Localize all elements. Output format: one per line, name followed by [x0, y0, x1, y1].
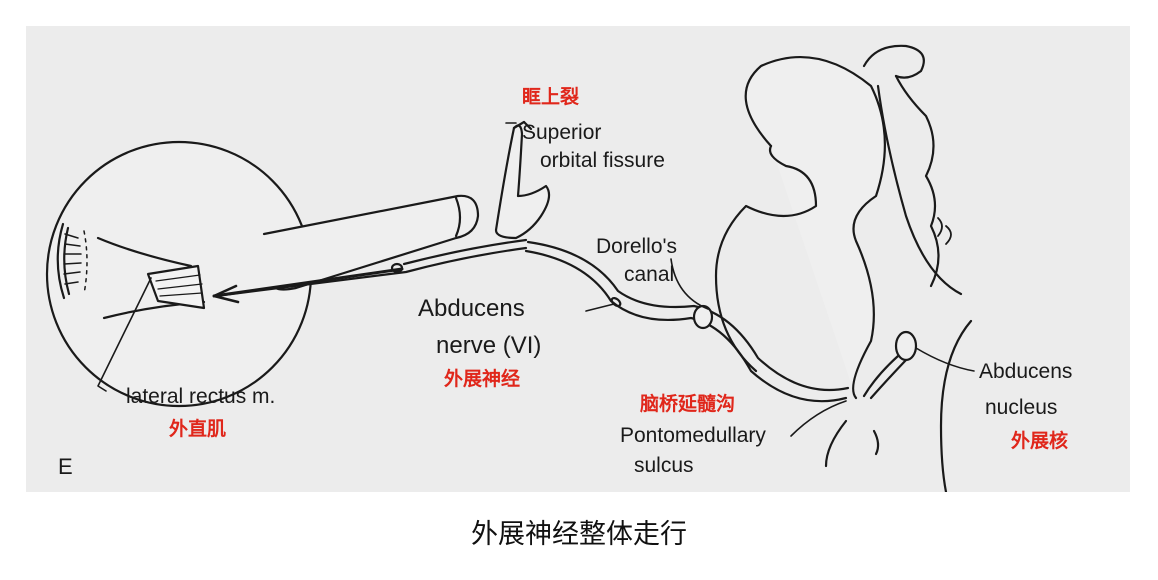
figure-caption: 外展神经整体走行 [0, 512, 1158, 551]
superior-orbital-fissure-cn-label: 眶上裂 [522, 86, 579, 108]
lateral-rectus-label: lateral rectus m. [126, 384, 275, 409]
abducens-nerve-label-line1: Abducens [418, 294, 525, 323]
pontomedullary-sulcus-label-line2: sulcus [634, 453, 694, 478]
pontomedullary-sulcus-label-line1: Pontomedullary [620, 423, 766, 448]
abducens-nerve-label-line2: nerve (VI) [436, 331, 541, 360]
pontomedullary-sulcus-cn-label: 脑桥延髓沟 [640, 393, 735, 415]
dorellos-canal-label-line2: canal [624, 262, 674, 287]
abducens-nucleus [864, 332, 916, 398]
superior-orbital-fissure-label-line2: orbital fissure [540, 148, 665, 173]
abducens-nerve-cn-label: 外展神经 [444, 368, 520, 390]
abducens-nucleus-label-line1: Abducens [979, 359, 1072, 384]
superior-orbital-fissure-label-line1: Superior [522, 120, 601, 145]
abducens-nucleus-cn-label: 外展核 [1011, 430, 1068, 452]
panel-letter: E [58, 454, 73, 479]
abducens-nucleus-label-line2: nucleus [985, 395, 1057, 420]
lateral-rectus-cn-label: 外直肌 [169, 418, 226, 440]
dorellos-canal-label-line1: Dorello's [596, 234, 677, 259]
figure-panel: E 眶上裂 Superior orbital fissure Dorello's… [26, 26, 1130, 492]
